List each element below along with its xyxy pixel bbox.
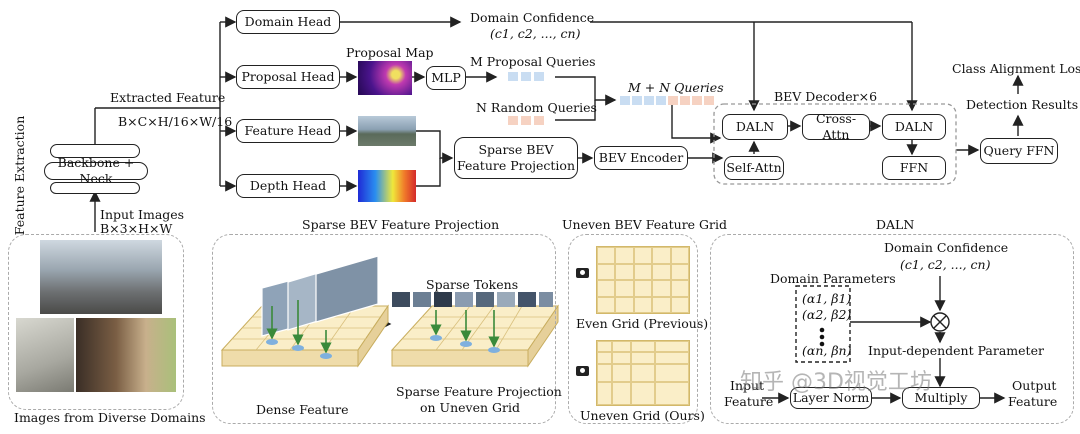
mn-query-token	[692, 96, 702, 105]
mn-query-token	[704, 96, 714, 105]
input-dependent-label: Input-dependent Parameter	[868, 343, 1044, 358]
self-attn-box: Self-Attn	[724, 156, 784, 180]
daln-domain-confidence-values: (c1, c2, ..., cn)	[900, 257, 991, 272]
bicycle-image	[16, 318, 74, 392]
param-2: (α2, β2)	[802, 307, 852, 322]
proposal-query-token	[534, 72, 544, 81]
ffn-box: FFN	[882, 156, 946, 180]
cross-attn-box: Cross-Attn	[802, 111, 870, 142]
param-1: (α1, β1)	[802, 291, 852, 306]
input-images-shape: B×3×H×W	[100, 221, 173, 236]
random-query-token	[534, 116, 544, 125]
extracted-feature-label: Extracted Feature	[110, 90, 226, 105]
dense-feature-label: Dense Feature	[256, 402, 349, 417]
uneven-grid-panel	[568, 234, 698, 424]
depth-head: Depth Head	[236, 174, 340, 198]
grid-panel-title: Uneven BEV Feature Grid	[562, 217, 727, 232]
even-grid-label: Even Grid (Previous)	[576, 316, 709, 331]
images-panel	[8, 234, 184, 410]
domain-confidence-values: (c1, c2, ..., cn)	[490, 26, 581, 41]
proposal-query-token	[521, 72, 531, 81]
proposal-head: Proposal Head	[236, 65, 340, 89]
mn-query-token	[644, 96, 654, 105]
image-stack-dense	[261, 255, 379, 337]
feature-head: Feature Head	[236, 119, 340, 143]
bev-decoder-label: BEV Decoder×6	[774, 89, 878, 104]
uneven-grid-label: Uneven Grid (Ours)	[580, 408, 705, 423]
input-images-label: Input Images	[100, 207, 185, 222]
sparse-projection-label-1: Sparse Feature Projection	[396, 384, 562, 399]
depth-image	[358, 170, 416, 202]
random-queries-label: N Random Queries	[476, 100, 597, 115]
mn-query-token	[668, 96, 678, 105]
detection-results-label: Detection Results	[966, 97, 1079, 112]
camera-icon	[576, 366, 589, 376]
sparse-panel-title: Sparse BEV Feature Projection	[302, 217, 500, 232]
layer-norm-box: Layer Norm	[790, 387, 872, 409]
backbone-neck-box: Backbone + Neck	[44, 155, 148, 186]
mn-query-token	[680, 96, 690, 105]
camera-icon	[576, 268, 589, 278]
daln-box-1: DALN	[722, 114, 788, 140]
uneven-grid	[596, 340, 690, 406]
street-image	[40, 240, 162, 314]
mn-query-token	[656, 96, 666, 105]
random-query-token	[521, 116, 531, 125]
daln-panel-title: DALN	[876, 217, 915, 232]
feature-extraction-label: Feature Extraction	[12, 115, 28, 236]
mn-queries-label: M + N Queries	[628, 80, 724, 95]
watermark-text: 知乎 @3D视觉工坊	[740, 370, 932, 395]
output-feature-label-1: Output	[1012, 378, 1057, 393]
feature-image	[358, 116, 416, 146]
random-query-token	[508, 116, 518, 125]
proposal-map-image	[358, 61, 412, 95]
backbone-layer-back	[50, 144, 140, 158]
even-grid	[596, 246, 690, 314]
sparse-tokens	[392, 292, 553, 307]
bev-encoder-box: BEV Encoder	[594, 146, 688, 170]
indoor-image	[76, 318, 176, 392]
sparse-projection-panel	[212, 234, 556, 424]
extracted-feature-shape: B×C×H/16×W/16	[118, 114, 233, 129]
daln-panel	[710, 234, 1074, 424]
query-ffn-box: Query FFN	[980, 138, 1058, 164]
sparse-bev-projection-box: Sparse BEV Feature Projection	[454, 137, 578, 179]
input-feature-label-2: Feature	[724, 394, 774, 409]
output-feature-label-2: Feature	[1008, 394, 1058, 409]
domain-head: Domain Head	[236, 10, 340, 34]
sparse-tokens-label: Sparse Tokens	[426, 277, 519, 292]
mlp-box: MLP	[426, 66, 466, 90]
domain-parameters-label: Domain Parameters	[770, 271, 896, 286]
images-diverse-label: Images from Diverse Domains	[14, 410, 206, 425]
proposal-queries-label: M Proposal Queries	[470, 54, 596, 69]
sparse-projection-label-2: on Uneven Grid	[420, 400, 520, 415]
class-alignment-loss-label: Class Alignment Loss	[952, 61, 1080, 76]
multiply-box: Multiply	[902, 387, 980, 409]
daln-domain-confidence: Domain Confidence	[884, 240, 1009, 255]
param-n: (αn, βn)	[802, 343, 852, 358]
domain-confidence-label: Domain Confidence	[470, 10, 595, 25]
input-feature-label-1: Input	[730, 378, 765, 393]
proposal-query-token	[508, 72, 518, 81]
backbone-layer-front	[50, 182, 140, 194]
daln-box-2: DALN	[882, 114, 946, 140]
proposal-map-label: Proposal Map	[346, 45, 434, 60]
mn-query-token	[620, 96, 630, 105]
mn-query-token	[632, 96, 642, 105]
